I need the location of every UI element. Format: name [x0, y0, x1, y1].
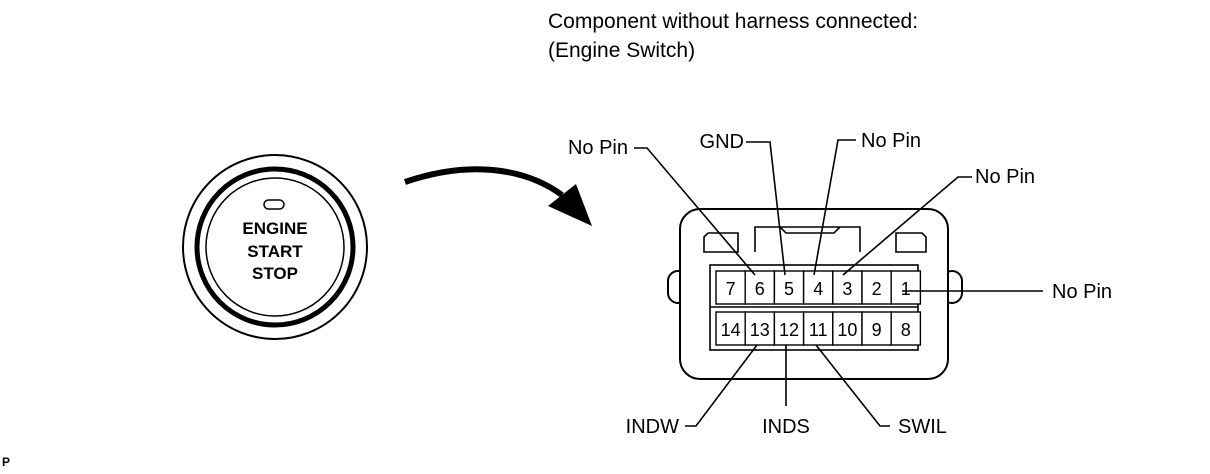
label-pin13: INDW — [626, 416, 679, 438]
pin-cavity-2 — [861, 270, 892, 305]
pin-number-12: 12 — [779, 320, 799, 340]
pin-number-4: 4 — [813, 279, 823, 299]
indicator-lamp-icon — [263, 199, 285, 210]
leader-pin4 — [813, 139, 856, 276]
leader-pin6 — [634, 147, 756, 276]
pin-cavity-12 — [773, 311, 805, 346]
pin-number-1: 1 — [901, 279, 911, 299]
button-text-stop: STOP — [252, 264, 298, 283]
pin-number-7: 7 — [726, 279, 736, 299]
left-latch-cutout — [703, 232, 739, 253]
pin-cavity-10 — [832, 311, 863, 346]
pin-number-6: 6 — [755, 279, 765, 299]
pin-number-11: 11 — [809, 320, 828, 340]
label-pin1: No Pin — [1052, 281, 1112, 303]
caption-line-1: Component without harness connected: — [548, 10, 919, 33]
pin-number-2: 2 — [872, 279, 882, 299]
label-pin6: No Pin — [568, 137, 628, 159]
engine-start-stop-button: ENGINE START STOP — [182, 154, 368, 340]
leader-lines — [634, 139, 1043, 427]
pin-number-5: 5 — [784, 279, 794, 299]
leader-pin11 — [815, 344, 890, 427]
button-text-start: START — [247, 242, 303, 261]
pin-cavity-14 — [715, 311, 746, 346]
caption-line-2: (Engine Switch) — [548, 39, 696, 62]
curved-arrow-icon — [404, 166, 592, 226]
leader-pin5 — [746, 141, 786, 276]
pin-number-3: 3 — [842, 279, 852, 299]
leader-pin13 — [685, 344, 758, 427]
lock-tab — [779, 226, 841, 234]
pin-cavity-7 — [715, 270, 746, 305]
pin-cavity-9 — [861, 311, 892, 346]
pin-cavity-8 — [890, 311, 922, 346]
pin-number-9: 9 — [872, 320, 882, 340]
pin-number-13: 13 — [750, 320, 770, 340]
pin-cavity-13 — [744, 311, 776, 346]
corner-mark: P — [2, 455, 11, 469]
pin-number-10: 10 — [837, 320, 857, 340]
leader-pin3 — [842, 176, 972, 276]
pin-number-8: 8 — [901, 320, 911, 340]
label-pin3: No Pin — [975, 166, 1035, 188]
label-pin12: INDS — [762, 416, 810, 438]
button-text-engine: ENGINE — [242, 219, 307, 238]
label-pin11: SWIL — [898, 416, 947, 438]
right-latch-cutout — [895, 232, 927, 253]
pin-cavity-1 — [890, 270, 922, 305]
button-inner-ring — [205, 177, 345, 317]
label-pin4: No Pin — [861, 130, 921, 152]
lock-frame — [754, 226, 861, 252]
label-pin5: GND — [700, 131, 744, 153]
pin-cavity-11 — [802, 311, 834, 346]
pin-number-14: 14 — [721, 320, 741, 340]
